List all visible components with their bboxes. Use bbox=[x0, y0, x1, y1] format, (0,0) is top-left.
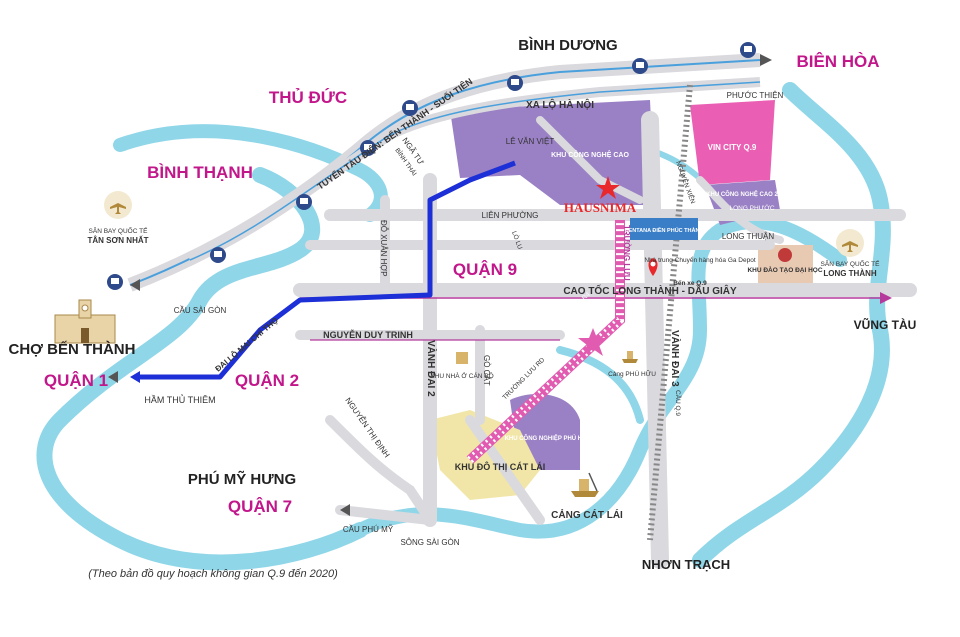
metro-icon bbox=[507, 75, 523, 91]
junction-star bbox=[578, 328, 608, 356]
label-cau-sai-gon: CẦU SÀI GÒN bbox=[174, 305, 227, 315]
end-arrows bbox=[108, 54, 772, 516]
zone-vin-city bbox=[690, 100, 775, 185]
metro-icon bbox=[360, 140, 376, 156]
label-vung-tau: VŨNG TÀU bbox=[854, 317, 917, 332]
label-cau-o9: CẦU Q.9 bbox=[674, 390, 684, 416]
label-khu-cong-nghe-cao-2: KHU CÔNG NGHỆ CAO 2 bbox=[706, 190, 778, 198]
label-binh-duong: BÌNH DƯƠNG bbox=[518, 37, 617, 54]
metro-icon bbox=[632, 58, 648, 74]
label-vanh-dai-2: VÀNH ĐAI 2 bbox=[425, 340, 438, 397]
label-xa-lo: XA LỘ HÀ NỘI bbox=[526, 98, 594, 111]
label-cang-cat-lai: CẢNG CÁT LÁI bbox=[551, 508, 623, 521]
centana-box bbox=[630, 218, 698, 240]
route-arrow bbox=[130, 371, 140, 383]
label-ga-depot: Nhà trung Chuyển hàng hóa Ga Depot bbox=[644, 256, 755, 264]
label-go-cat: GÒ CÁT bbox=[482, 355, 491, 386]
label-vanh-dai-3: VÀNH ĐAI 3 bbox=[669, 330, 682, 387]
label-lien-phuong: LIÊN PHƯỜNG bbox=[482, 211, 539, 220]
label-khu-cn-phu-huu: KHU CÔNG NGHIỆP PHÚ HỮU bbox=[505, 434, 592, 442]
label-long-thuan: LONG THUẬN bbox=[722, 232, 775, 241]
ship-icon bbox=[571, 472, 599, 497]
label-quan-2: QUẬN 2 bbox=[235, 371, 299, 390]
metro-icon bbox=[210, 247, 226, 263]
label-san-bay-lt-1: SÂN BAY QUỐC TẾ bbox=[821, 258, 881, 268]
airport-icon bbox=[104, 191, 132, 219]
label-nguyen-duy-trinh: NGUYỄN DUY TRINH bbox=[323, 329, 413, 340]
label-cho-ben-thanh: CHỢ BẾN THÀNH bbox=[9, 341, 136, 358]
route-highlight bbox=[140, 160, 516, 380]
cang-phu-huu-icon bbox=[622, 351, 638, 363]
khu-nha-o-icon bbox=[456, 352, 468, 364]
label-thu-duc: THỦ ĐỨC bbox=[269, 88, 347, 107]
metro-icons bbox=[107, 42, 756, 290]
label-vin-city: VIN CITY Q.9 bbox=[708, 143, 757, 152]
metro-icon bbox=[107, 274, 123, 290]
label-cau-phu-my: CẦU PHÚ MỸ bbox=[343, 524, 394, 534]
label-long-phuoc: LONG PHƯỚC bbox=[729, 203, 774, 212]
label-cao-toc: CAO TỐC LONG THÀNH - DẦU GIÂY bbox=[563, 283, 737, 297]
label-khu-dao-tao: KHU ĐÀO TẠO ĐẠI HỌC bbox=[747, 265, 822, 274]
location-pin-icon bbox=[648, 258, 658, 276]
label-quan-1: QUẬN 1 bbox=[44, 371, 108, 390]
label-khu-nha-o: KHU NHÀ Ở CÁN BỘ bbox=[430, 371, 493, 380]
label-mai-chi-tho: ĐẠI LỘ MAI CHÍ THỌ bbox=[214, 316, 280, 374]
metro-line bbox=[127, 53, 761, 292]
label-le-van-viet: LÊ VĂN VIỆT bbox=[506, 137, 555, 146]
metro-icon bbox=[402, 100, 418, 116]
label-cang-phu-huu: Cảng PHÚ HỮU bbox=[608, 369, 656, 378]
label-phu-my-hung: PHÚ MỸ HƯNG bbox=[188, 470, 296, 488]
map-caption: (Theo bản đồ quy hoạch không gian Q.9 đế… bbox=[88, 568, 338, 580]
label-san-bay-tsn-1: SÂN BAY QUỐC TẾ bbox=[89, 225, 149, 235]
metro-icon bbox=[296, 194, 312, 210]
label-truong-luu: TRƯỜNG LƯU bbox=[622, 225, 631, 281]
label-ben-xe: Bến xe Q.9 bbox=[673, 279, 707, 287]
label-binh-thanh: BÌNH THẠNH bbox=[147, 163, 253, 182]
airport-icon bbox=[836, 229, 864, 257]
label-san-bay-lt-2: LONG THÀNH bbox=[823, 269, 877, 278]
label-nhon-trach: NHƠN TRẠCH bbox=[642, 557, 730, 572]
label-quan-9: QUẬN 9 bbox=[453, 260, 517, 279]
building-icon bbox=[54, 299, 116, 344]
label-phuoc-thien: PHƯỚC THIỆN bbox=[727, 91, 784, 100]
metro-icon bbox=[740, 42, 756, 58]
label-hausnima: HAUSNIMA bbox=[564, 200, 637, 215]
star-icon bbox=[596, 176, 620, 199]
label-do-xuan-hop: ĐỖ XUÂN HỢP bbox=[379, 220, 388, 277]
label-san-bay-tsn-2: TÂN SƠN NHẤT bbox=[87, 235, 148, 245]
vanh-dai-3-line bbox=[647, 84, 693, 541]
label-song-sai-gon: SÔNG SÀI GÒN bbox=[400, 538, 459, 547]
label-bien-hoa: BIÊN HÒA bbox=[796, 52, 879, 71]
label-khu-cong-nghe-cao: KHU CÔNG NGHỆ CAO bbox=[551, 150, 629, 159]
label-quan-7: QUẬN 7 bbox=[228, 497, 292, 516]
label-ham-thu-thiem: HẦM THỦ THIÊM bbox=[144, 394, 215, 405]
label-centana: CENTANA ĐIỀN PHÚC THÀNH bbox=[625, 227, 704, 234]
khu-dao-tao-icon bbox=[778, 248, 792, 262]
label-khu-do-thi: KHU ĐÔ THỊ CÁT LÁI bbox=[455, 461, 546, 472]
